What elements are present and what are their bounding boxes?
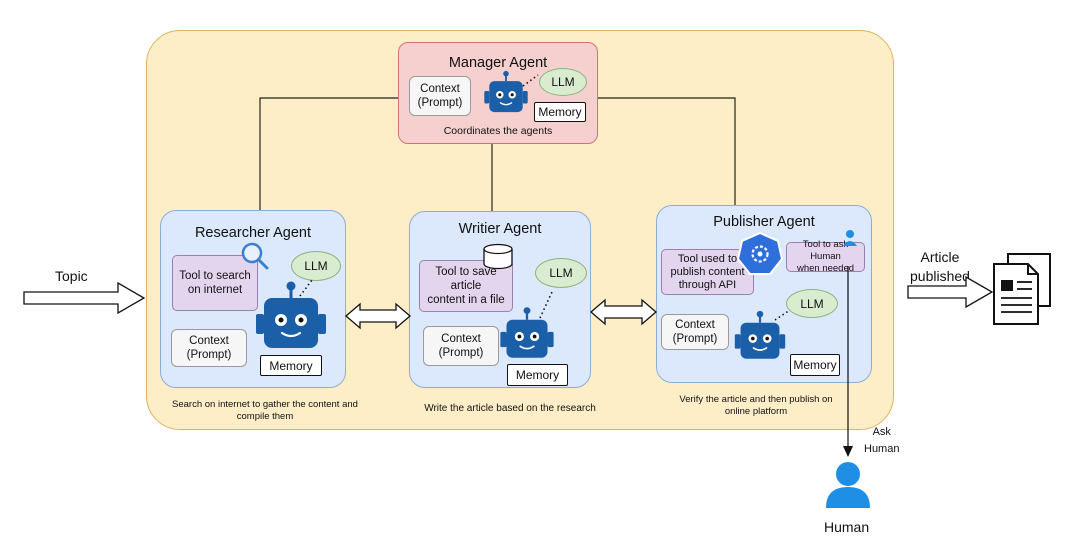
publisher-memory: Memory [790,354,840,376]
writer-agent: Writier Agent Tool to save article conte… [409,211,591,388]
human-icon [826,462,870,508]
researcher-agent: Researcher Agent Tool to search on inter… [160,210,346,388]
human-label: Human [824,519,870,535]
search-icon [241,242,269,270]
output-arrow [907,275,994,309]
manager-researcher-line [259,97,398,212]
manager-title: Manager Agent [448,55,548,71]
researcher-context: Context (Prompt) [171,329,247,367]
api-gear-icon [736,231,784,275]
writer-title: Writier Agent [458,221,542,237]
researcher-tool: Tool to search on internet [172,255,258,311]
publisher-robot-icon [733,309,787,360]
researcher-writer-arrow [345,302,411,330]
publisher-llm: LLM [786,289,838,318]
person-small-icon [843,230,857,246]
topic-arrow [23,281,146,315]
publisher-llm-dots [774,309,791,321]
researcher-title: Researcher Agent [194,225,312,241]
researcher-llm-dots [299,279,313,297]
publisher-title: Publisher Agent [713,214,815,230]
manager-memory: Memory [534,102,586,122]
researcher-robot-icon [254,280,328,350]
output-label: Article published [910,249,970,284]
manager-caption: Coordinates the agents [443,125,553,137]
input-label: Topic [55,268,88,284]
publisher-context: Context (Prompt) [661,314,729,350]
writer-publisher-arrow [590,298,657,326]
document-icon [993,253,1051,325]
researcher-memory: Memory [260,355,322,376]
manager-context: Context (Prompt) [409,76,471,116]
database-icon [483,243,513,270]
manager-publisher-line [598,97,736,206]
manager-llm: LLM [539,68,587,96]
writer-llm-dots [539,291,553,319]
researcher-llm: LLM [291,251,341,281]
ask-human-arrowhead [843,446,853,457]
publisher-caption: Verify the article and then publish on o… [679,394,833,417]
ask-human-label: Ask Human [864,426,900,455]
writer-context: Context (Prompt) [423,326,499,366]
writer-memory: Memory [507,364,568,386]
writer-caption: Write the article based on the research [424,403,596,414]
writer-llm: LLM [535,258,587,288]
manager-robot-icon [483,69,529,114]
writer-robot-icon [499,306,555,359]
manager-llm-dots [522,74,539,87]
researcher-caption: Search on internet to gather the content… [172,399,358,422]
publisher-tool-human: Tool to ask Human when needed [786,239,865,274]
